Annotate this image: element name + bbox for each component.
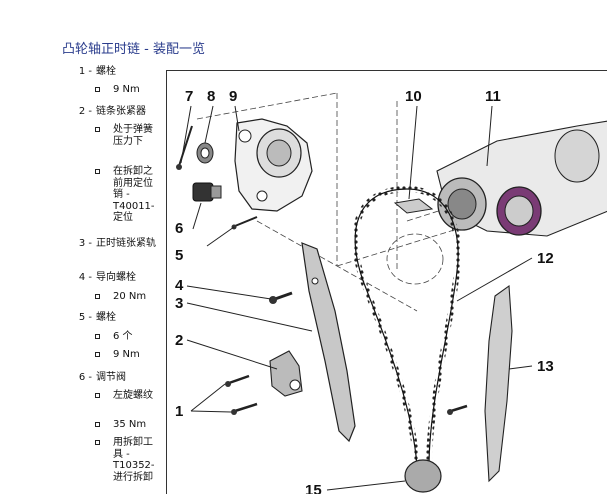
callout-2: 2 — [175, 332, 184, 349]
list-item-5: 5 - 螺栓 — [78, 312, 116, 324]
bullet-icon — [95, 127, 100, 132]
callout-10: 10 — [405, 88, 422, 105]
list-subitem: 处于弹簧压力下 — [95, 124, 159, 147]
callout-11: 11 — [485, 88, 501, 105]
item-number: 3 - — [78, 238, 92, 249]
page-title: 凸轮轴正时链 - 装配一览 — [62, 42, 205, 57]
item-label: 螺栓 — [96, 312, 116, 323]
item-number: 5 - — [78, 312, 92, 323]
list-item-6: 6 - 调节阀 — [78, 372, 126, 384]
item-number: 1 - — [78, 66, 92, 77]
list-subitem: 9 Nm — [95, 84, 159, 96]
crankshaft-sprocket — [404, 459, 442, 493]
callout-15: 15 — [305, 482, 322, 494]
bullet-icon — [95, 87, 100, 92]
bullet-icon — [95, 422, 100, 427]
chain-guide-rail — [447, 284, 513, 483]
callout-5: 5 — [175, 247, 184, 264]
item-number: 2 - — [78, 106, 92, 117]
item-label: 链条张紧器 — [96, 106, 146, 117]
assembly-diagram: 7 8 9 10 11 6 5 4 3 2 1 12 13 15 — [166, 70, 607, 494]
callout-1: 1 — [175, 403, 184, 420]
seal-ring — [196, 142, 214, 164]
chain-tensioner-rail — [301, 242, 356, 443]
list-subitem: 9 Nm — [95, 349, 159, 361]
list-item-2: 2 - 链条张紧器 — [78, 106, 146, 118]
callout-13: 13 — [537, 358, 554, 375]
list-subitem: 左旋螺纹 — [95, 390, 159, 402]
camshaft-assembly — [436, 120, 607, 237]
bolt-5 — [231, 216, 258, 230]
list-subitem: 35 Nm — [95, 419, 159, 431]
guide-bolt — [269, 291, 293, 304]
exploded-view-drawing — [176, 92, 607, 493]
list-item-1: 1 - 螺栓 — [78, 66, 116, 78]
bullet-icon — [95, 440, 100, 445]
list-subitem: 在拆卸之前用定位销 -T40011-定位 — [95, 166, 159, 224]
callout-6: 6 — [175, 220, 184, 237]
list-subitem: 20 Nm — [95, 291, 159, 303]
bolts-1 — [225, 374, 258, 415]
item-label: 螺栓 — [96, 66, 116, 77]
leader-lines — [180, 105, 533, 491]
chain-tensioner — [269, 350, 303, 397]
list-item-3: 3 - 正时链张紧轨 — [78, 238, 158, 250]
item-number: 6 - — [78, 372, 92, 383]
item-number: 4 - — [78, 272, 92, 283]
callout-7: 7 — [185, 88, 194, 105]
bullet-icon — [95, 169, 100, 174]
callout-9: 9 — [229, 88, 238, 105]
callout-8: 8 — [207, 88, 216, 105]
bullet-icon — [95, 352, 100, 357]
bullet-icon — [95, 294, 100, 299]
callout-3: 3 — [175, 295, 184, 312]
callout-12: 12 — [537, 250, 554, 267]
bullet-icon — [95, 393, 100, 398]
adjusting-valve — [192, 182, 222, 202]
item-label: 正时链张紧轨 — [96, 238, 156, 249]
callout-4: 4 — [175, 277, 184, 294]
list-subitem: 6 个 — [95, 331, 159, 343]
list-subitem: 用拆卸工具 -T10352-进行拆卸 — [95, 437, 159, 483]
chain-guide-bracket — [393, 198, 434, 214]
timing-chain — [352, 185, 462, 469]
bullet-icon — [95, 334, 100, 339]
camshaft-adjuster-housing — [234, 118, 313, 212]
list-item-4: 4 - 导向螺栓 — [78, 272, 136, 284]
item-label: 调节阀 — [96, 372, 126, 383]
item-label: 导向螺栓 — [96, 272, 136, 283]
